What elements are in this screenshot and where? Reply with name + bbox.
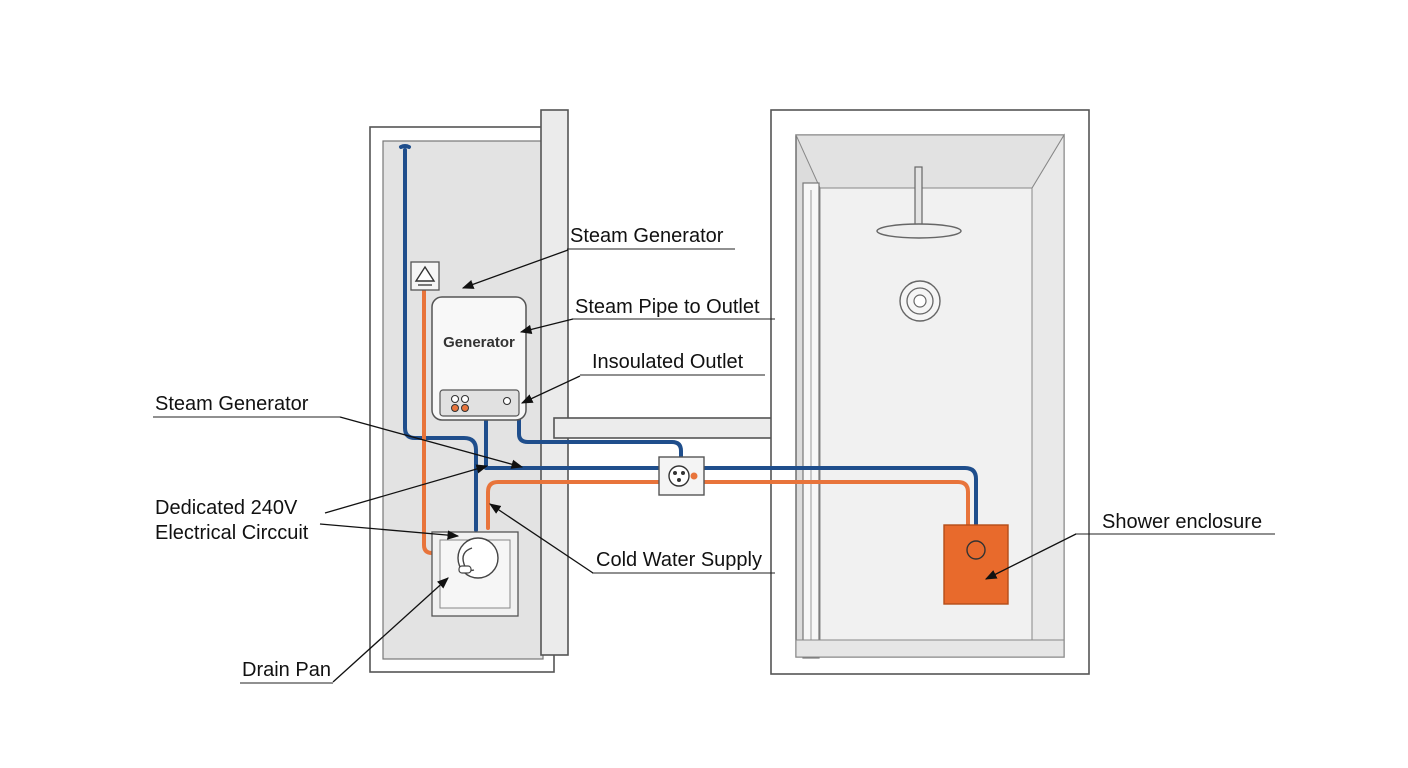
label-steam-generator-top: Steam Generator <box>570 225 724 247</box>
unit-label: Generator <box>443 334 515 351</box>
label-outlet: Insoulated Outlet <box>592 351 744 373</box>
shower-head-icon <box>876 166 962 239</box>
shower-enclosure <box>770 109 1090 675</box>
label-drain-pan: Drain Pan <box>242 659 331 681</box>
drain-icon <box>457 537 499 579</box>
label-cold-water: Cold Water Supply <box>596 549 762 571</box>
label-shower-enclosure: Shower enclosure <box>1102 511 1262 533</box>
junction-box-icon <box>658 456 705 496</box>
label-circuit-line2: Electrical Circcuit <box>155 522 309 544</box>
drain-pan <box>431 531 519 617</box>
steam-generator-unit: Generator <box>431 296 527 421</box>
steam-outlet-plate <box>943 524 1009 605</box>
label-steam-pipe: Steam Pipe to Outlet <box>575 296 760 318</box>
cold-water-pipes <box>399 144 978 552</box>
warning-triangle-icon <box>410 261 440 291</box>
valve-icon <box>899 280 941 322</box>
label-circuit-line1: Dedicated 240V <box>155 497 298 519</box>
label-steam-generator-left: Steam Generator <box>155 393 309 415</box>
control-knob-icon <box>450 394 512 412</box>
